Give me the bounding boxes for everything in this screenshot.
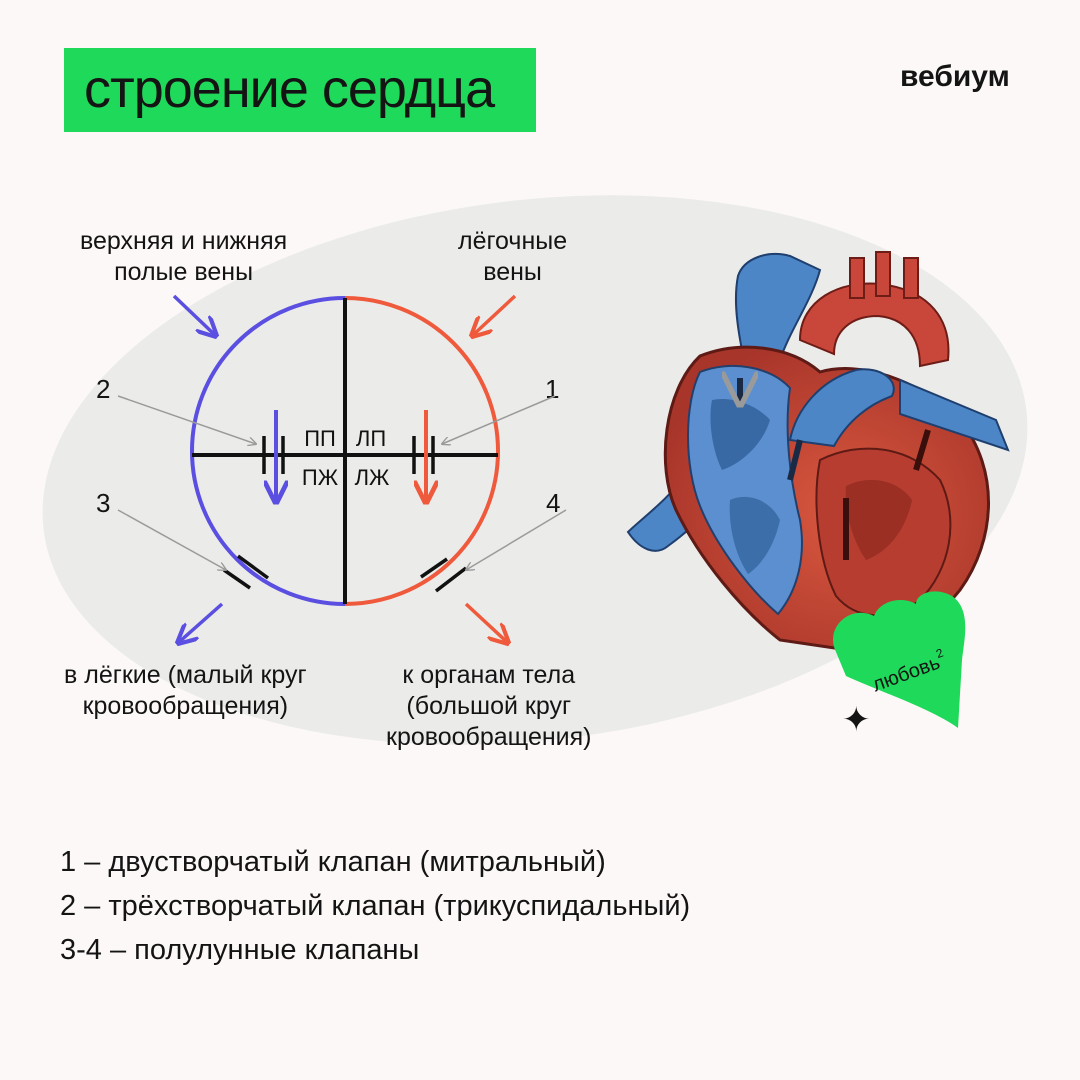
- label-pulmonary-veins: лёгочные вены: [458, 227, 568, 286]
- arterial-half-circle: [344, 296, 500, 606]
- label-caval-veins: верхняя и нижняя полые вены: [80, 227, 288, 286]
- label-to-body: к органам тела (большой круг кровообраще…: [386, 661, 592, 751]
- to-body-arrow: [464, 602, 508, 643]
- pulmonary-valve-marks: [223, 554, 270, 590]
- pulmonary-inflow-arrow: [472, 294, 517, 336]
- caval-inflow-arrow: [172, 294, 216, 336]
- sparkle-icon: ✦: [842, 701, 871, 739]
- valve-number-2: 2: [96, 374, 111, 404]
- leader-line-4: [466, 509, 567, 570]
- label-to-lungs: в лёгкие (малый круг кровообращения): [64, 661, 307, 720]
- valve-number-4: 4: [546, 488, 561, 518]
- title-highlight: [64, 48, 536, 132]
- chamber-rv: ПЖ: [302, 465, 339, 490]
- leader-line-3: [117, 509, 226, 570]
- tricuspid-valve-marks: [262, 436, 285, 474]
- venous-half-circle: [190, 296, 346, 606]
- legend-line-1: 1 – двустворчатый клапан (митральный): [60, 846, 606, 878]
- leader-line-2: [117, 395, 256, 444]
- leader-line-1: [442, 395, 556, 444]
- mitral-valve-marks: [412, 436, 435, 474]
- aortic-valve-marks: [420, 557, 468, 593]
- page-title: строение сердца: [84, 59, 495, 119]
- chamber-la: ЛП: [356, 426, 386, 451]
- legend-line-2: 2 – трёхстворчатый клапан (трикуспидальн…: [60, 890, 691, 922]
- valve-number-1: 1: [545, 374, 560, 404]
- legend-line-3: 3-4 – полулунные клапаны: [60, 934, 420, 966]
- brand-logo: вебиум: [900, 60, 1010, 93]
- to-lungs-arrow: [178, 602, 224, 643]
- valve-legend: 1 – двустворчатый клапан (митральный) 2 …: [60, 840, 690, 972]
- chamber-lv: ЛЖ: [355, 465, 390, 490]
- chamber-ra: ПП: [304, 426, 336, 451]
- anatomical-heart-illustration: [626, 251, 1010, 652]
- green-heart-sticker: [832, 591, 966, 728]
- valve-number-3: 3: [96, 488, 111, 518]
